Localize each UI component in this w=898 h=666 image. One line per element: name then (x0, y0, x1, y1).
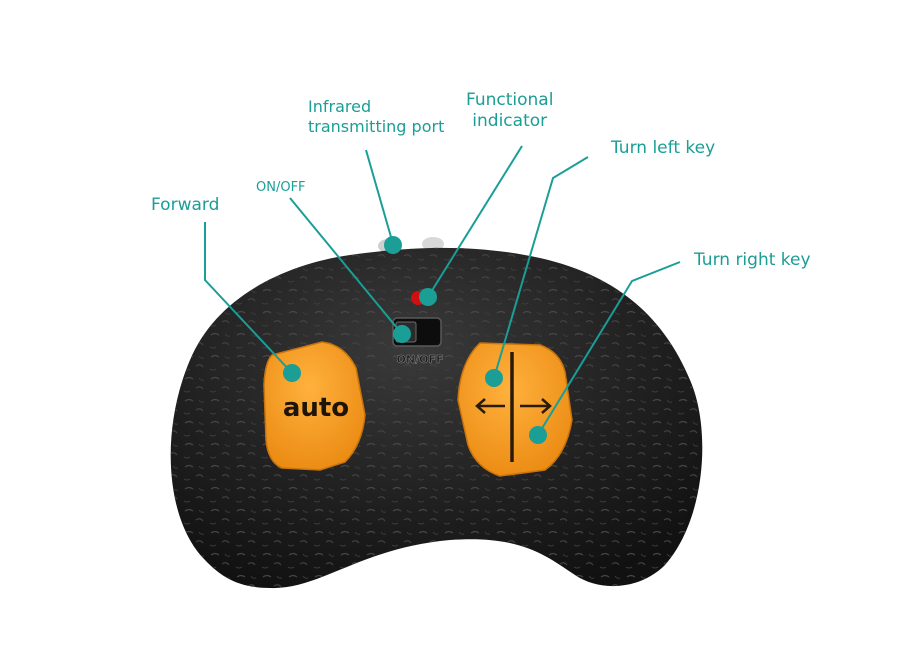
label-functional-line2: indicator (472, 111, 548, 132)
arrow-left-icon (475, 398, 505, 414)
label-functional-line1: Functional (466, 90, 554, 110)
label-infrared-line2: transmitting port (308, 117, 445, 136)
dot-indicator (419, 288, 437, 306)
label-on-off: ON/OFF (256, 180, 306, 196)
leader-turn-left (493, 156, 589, 379)
label-infrared-port: Infrared transmitting port (308, 97, 444, 137)
label-turn-left-text: Turn left key (611, 138, 716, 158)
leader-turn-right (537, 261, 681, 436)
label-infrared-line1: Infrared (308, 97, 372, 116)
arrow-right-icon (520, 398, 552, 414)
forward-button[interactable]: auto (263, 341, 366, 471)
label-on-off-text: ON/OFF (256, 180, 306, 195)
leader-indicator (427, 145, 523, 298)
leader-lines (204, 145, 681, 436)
power-switch-label: ON/OFF (397, 353, 444, 366)
label-turn-left-key: Turn left key (611, 138, 715, 159)
label-turn-right-text: Turn right key (694, 250, 811, 270)
leader-forward (204, 222, 293, 374)
dot-infrared (384, 236, 402, 254)
dot-forward (283, 364, 301, 382)
leader-dots (283, 236, 547, 444)
dot-turn-right (529, 426, 547, 444)
turn-button[interactable] (457, 342, 573, 477)
remote-texture (170, 247, 703, 589)
auto-button-label: auto (283, 393, 349, 423)
dot-onoff (393, 325, 411, 343)
label-forward: Forward (151, 195, 219, 216)
dot-turn-left (485, 369, 503, 387)
leader-infrared (365, 149, 394, 245)
label-forward-text: Forward (151, 195, 220, 215)
label-functional-indicator: Functional indicator (466, 90, 553, 133)
leader-onoff (289, 197, 403, 335)
label-turn-right-key: Turn right key (694, 250, 811, 271)
